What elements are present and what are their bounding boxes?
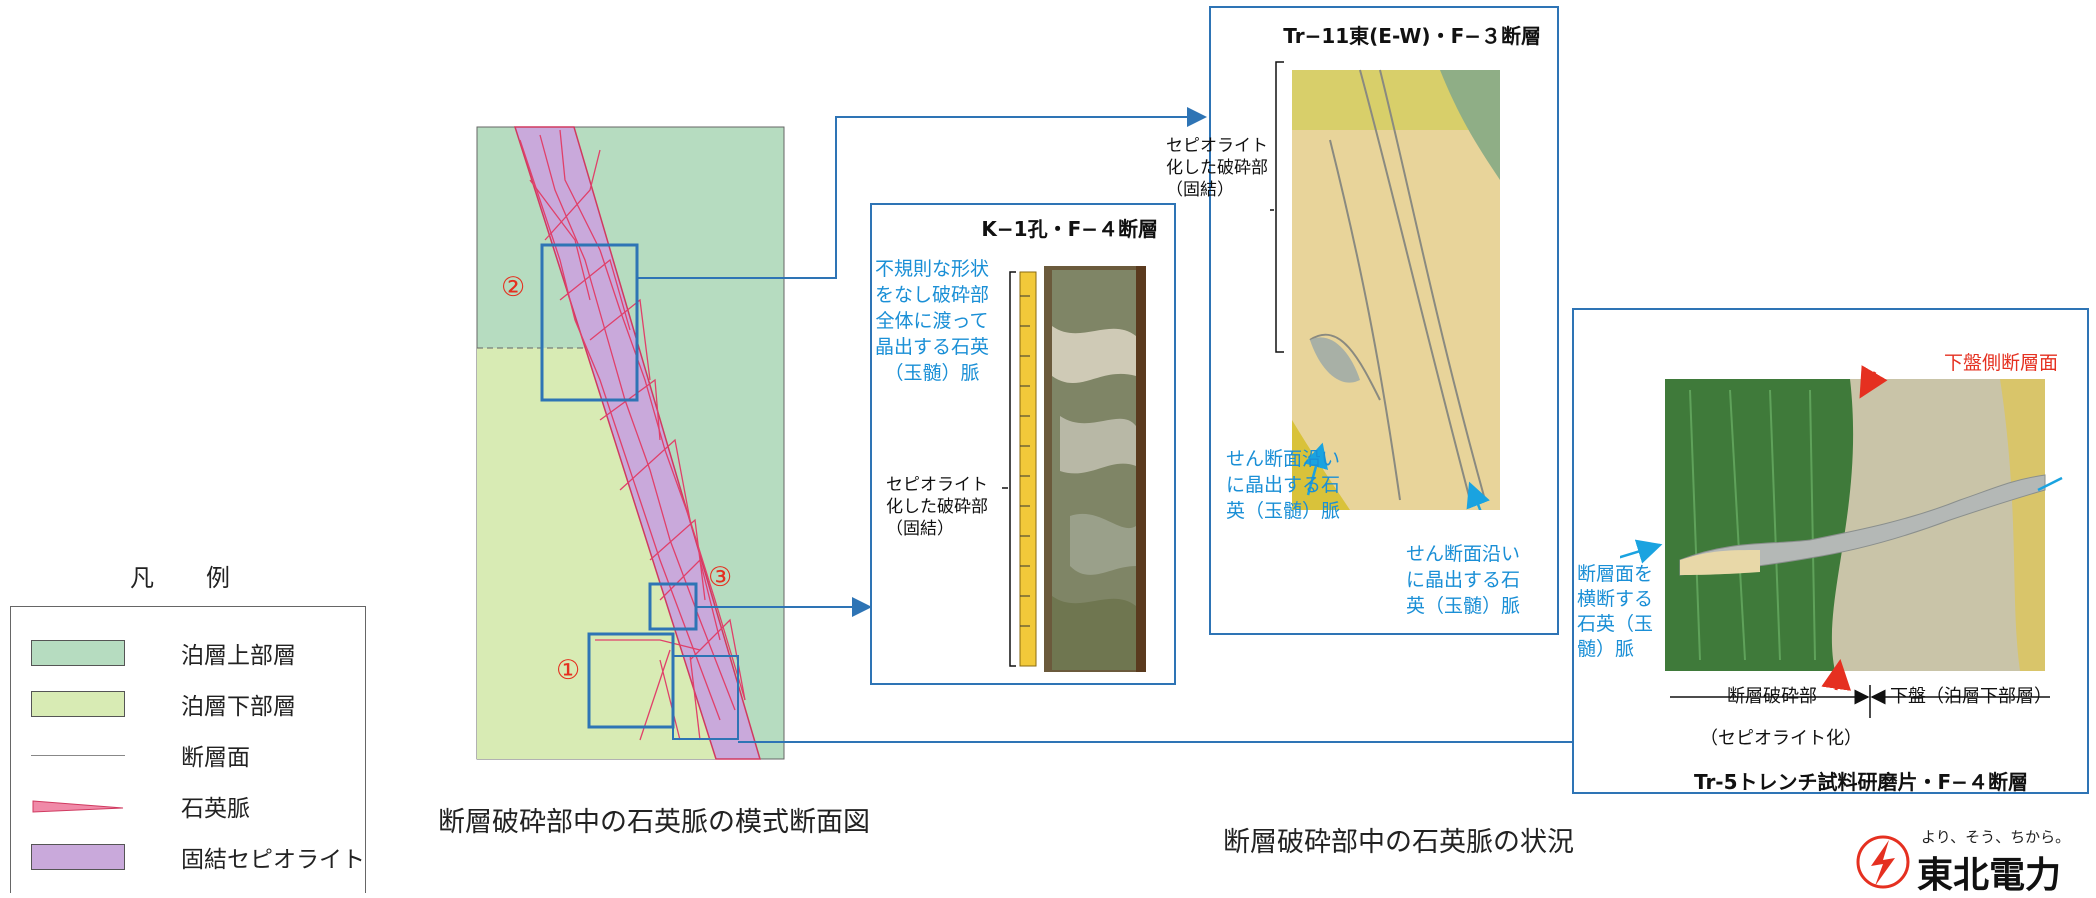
note-line: 断層面を	[1577, 563, 1654, 585]
upper-layer-swatch	[31, 640, 125, 666]
note-line: 晶出する石英	[875, 336, 990, 358]
marker-1: ①	[556, 655, 581, 686]
note-line: 化した破砕部	[1166, 158, 1268, 178]
note-line: に晶出する石	[1226, 474, 1341, 496]
fault-zone-label: 断層破砕部	[1727, 686, 1817, 707]
sepiolite-swatch	[31, 844, 125, 870]
fault-zone-sub-label: （セピオライト化）	[1700, 728, 1862, 749]
fault-plane-swatch	[31, 742, 125, 768]
legend-label: 断層面	[181, 745, 250, 771]
legend-item-fault: 断層面	[31, 735, 250, 775]
marker-2: ②	[501, 272, 526, 303]
panel-tr5-title: Tr-5トレンチ試料研磨片・F−４断層	[1694, 770, 2028, 794]
connector-to-tr11	[637, 107, 1207, 279]
note-line: （固結）	[886, 519, 954, 539]
marker-3: ③	[708, 562, 733, 593]
quartz-vein-swatch	[32, 800, 124, 813]
note-line: 横断する	[1577, 588, 1654, 610]
note-line: （玉髄）脈	[884, 362, 980, 384]
tr5-cross-note: 断層面を 横断する 石英（玉 髄）脈	[1577, 562, 1653, 662]
legend: 泊層上部層 泊層下部層 断層面 石英脈 固結セピオライト	[10, 606, 366, 893]
note-line: 全体に渡って	[875, 310, 989, 332]
panel-tr11-title: Tr−11東(E-W)・F−３断層	[1283, 24, 1541, 48]
note-line: 英（玉髄）脈	[1226, 500, 1341, 522]
note-line: 髄）脈	[1577, 638, 1635, 660]
region-2-box	[540, 243, 639, 402]
k1-quartz-note: 不規則な形状 をなし破砕部 全体に渡って 晶出する石英 （玉髄）脈	[875, 256, 989, 386]
legend-label: 泊層下部層	[181, 694, 296, 720]
note-line: （固結）	[1166, 180, 1234, 200]
tr11-sepiolite-note: セピオライト 化した破砕部 （固結）	[1166, 135, 1268, 201]
panel-k1-title: K−1孔・F−４断層	[981, 217, 1158, 241]
lower-layer-swatch	[31, 691, 125, 717]
tr5-photo	[1620, 365, 2063, 718]
legend-label: 固結セピオライト	[181, 847, 365, 873]
legend-item-lower: 泊層下部層	[31, 684, 296, 724]
note-line: セピオライト	[1166, 136, 1268, 156]
legend-item-quartz: 石英脈	[31, 786, 250, 826]
legend-label: 石英脈	[181, 796, 250, 822]
logo-name: 東北電力	[1917, 855, 2062, 896]
k1-sepiolite-note: セピオライト 化した破砕部 （固結）	[886, 474, 988, 540]
status-caption: 断層破砕部中の石英脈の状況	[1223, 827, 1574, 858]
legend-label: 泊層上部層	[181, 643, 296, 669]
core-photo	[1002, 266, 1146, 672]
tr11-shear-note-1: せん断面沿い に晶出する石 英（玉髄）脈	[1226, 446, 1340, 524]
company-logo: より、そう、ちから。 東北電力	[1855, 826, 2083, 896]
footwall-fault-label: 下盤側断層面	[1944, 352, 2059, 374]
quartz-veins	[519, 129, 746, 741]
note-line: 化した破砕部	[886, 497, 988, 517]
legend-item-upper: 泊層上部層	[31, 633, 296, 673]
note-line: せん断面沿い	[1406, 543, 1521, 565]
note-line: をなし破砕部	[875, 284, 990, 306]
legend-title: 凡 例	[130, 564, 244, 592]
tr11-photo	[1270, 61, 1500, 510]
region-1b-box	[672, 655, 739, 740]
note-line: 石英（玉	[1577, 613, 1654, 635]
note-line: 英（玉髄）脈	[1406, 595, 1521, 617]
note-line: に晶出する石	[1406, 569, 1521, 591]
note-line: せん断面沿い	[1226, 448, 1341, 470]
logo-slogan: より、そう、ちから。	[1921, 828, 2071, 846]
legend-item-sepiolite: 固結セピオライト	[31, 837, 365, 877]
lightning-logo-icon	[1856, 835, 1910, 889]
sepiolite-band	[513, 126, 762, 760]
schematic-caption: 断層破砕部中の石英脈の模式断面図	[438, 807, 870, 838]
note-line: 不規則な形状	[875, 258, 990, 280]
footwall-label: 下盤（泊層下部層）	[1890, 686, 2052, 707]
note-line: セピオライト	[886, 475, 988, 495]
tr11-shear-note-2: せん断面沿い に晶出する石 英（玉髄）脈	[1406, 541, 1520, 619]
